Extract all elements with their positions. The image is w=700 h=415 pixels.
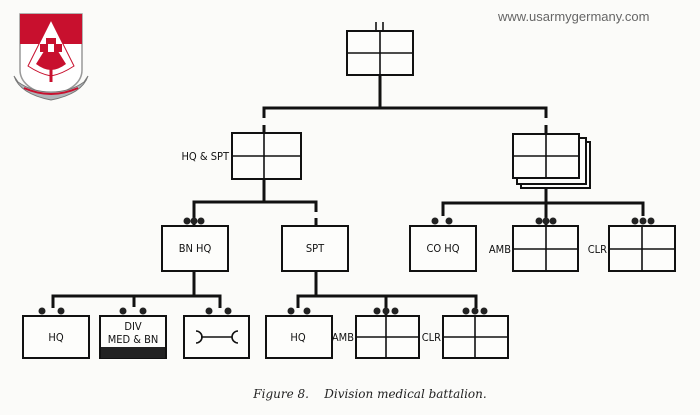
medical-companies-node — [512, 133, 591, 189]
bn-hq-hq-node: HQ — [22, 307, 90, 359]
amb-platoon-node: AMB — [489, 217, 579, 272]
svg-text:CLR: CLR — [588, 243, 607, 256]
svg-text:MED & BN: MED & BN — [108, 333, 159, 346]
svg-text:CO HQ: CO HQ — [426, 242, 459, 255]
battalion-node — [346, 30, 414, 76]
svg-text:HQ & SPT: HQ & SPT — [181, 150, 229, 163]
wrench-icon — [195, 330, 239, 344]
spt-node: SPT — [281, 225, 349, 272]
svg-text:CLR: CLR — [422, 331, 441, 344]
spt-amb-node: AMB — [332, 307, 420, 359]
bn-hq-node: BN HQ — [161, 217, 229, 272]
watermark: www.usarmygermany.com — [497, 9, 649, 24]
svg-text:SPT: SPT — [306, 242, 325, 255]
figure-caption: Figure 8. Division medical battalion. — [252, 387, 486, 401]
spt-hq-node: HQ — [265, 307, 333, 359]
svg-text:HQ: HQ — [290, 331, 305, 344]
svg-text:DIV: DIV — [124, 320, 142, 333]
maintenance-node — [183, 307, 250, 359]
clr-platoon-node: CLR — [588, 217, 676, 272]
unit-crest-logo — [13, 13, 89, 101]
svg-text:AMB: AMB — [332, 331, 354, 344]
hq-spt-company-node: HQ & SPT — [181, 132, 302, 180]
spt-clr-node: CLR — [422, 307, 509, 359]
div-med-node: DIV MED & BN — [99, 307, 167, 359]
svg-text:AMB: AMB — [489, 243, 511, 256]
co-hq-node: CO HQ — [409, 217, 477, 272]
svg-text:HQ: HQ — [48, 331, 63, 344]
svg-text:BN HQ: BN HQ — [179, 242, 212, 255]
